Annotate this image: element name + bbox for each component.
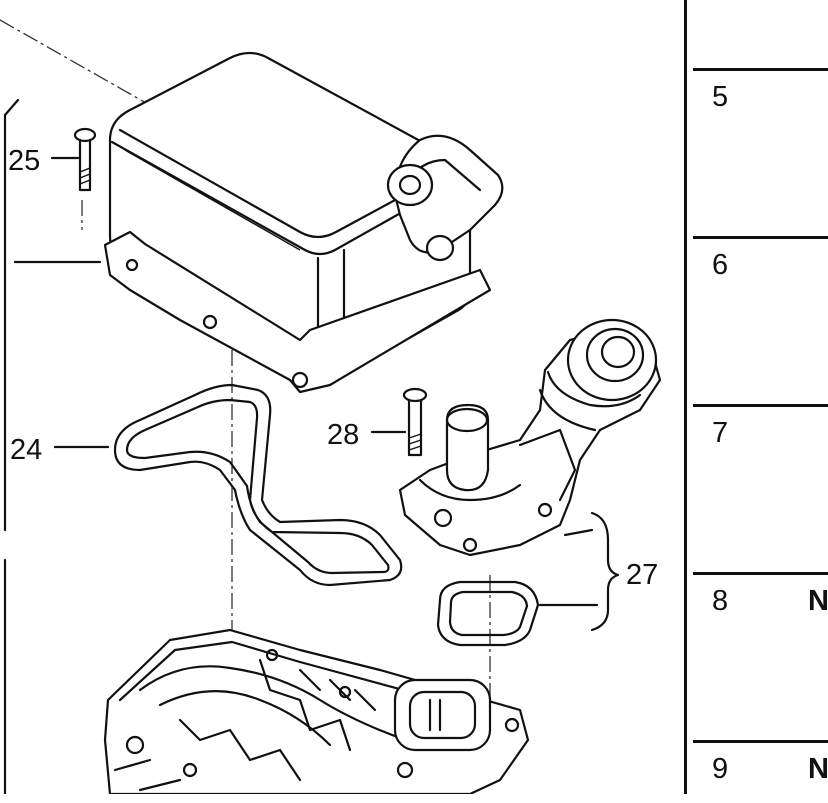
parts-table: 5 6 7 8 N 9 N xyxy=(684,0,828,794)
bracket-line-upper xyxy=(3,98,20,532)
callout-leader-27b xyxy=(563,528,594,537)
table-row: 9 N xyxy=(693,743,828,803)
callout-24: 24 xyxy=(10,434,42,466)
callout-25: 25 xyxy=(8,145,40,177)
row-number: 7 xyxy=(712,417,729,449)
gasket-24 xyxy=(113,383,403,587)
row-code: N xyxy=(808,585,828,617)
row-number: 5 xyxy=(712,81,729,113)
bolt-28 xyxy=(402,387,428,457)
row-code: N xyxy=(808,753,828,785)
parts-diagram: AT 25 24 xyxy=(0,19,662,794)
oil-cooler xyxy=(103,51,504,394)
gasket-27 xyxy=(436,580,540,647)
bolt-25 xyxy=(73,127,97,192)
row-number: 8 xyxy=(712,585,729,617)
table-row: 5 xyxy=(693,71,828,239)
cylinder-head-housing xyxy=(103,628,530,794)
callout-28: 28 xyxy=(327,419,359,451)
table-row xyxy=(693,0,828,71)
table-row: 8 N xyxy=(693,575,828,743)
callout-27: 27 xyxy=(626,559,658,591)
callout-brace-27 xyxy=(590,511,620,632)
table-row: 7 xyxy=(693,407,828,575)
exploded-view-drawing: AT 25 24 xyxy=(0,19,662,794)
row-number: 6 xyxy=(712,249,729,281)
table-row: 6 xyxy=(693,239,828,407)
row-number: 9 xyxy=(712,753,729,785)
thermostat-housing-27 xyxy=(398,318,662,557)
